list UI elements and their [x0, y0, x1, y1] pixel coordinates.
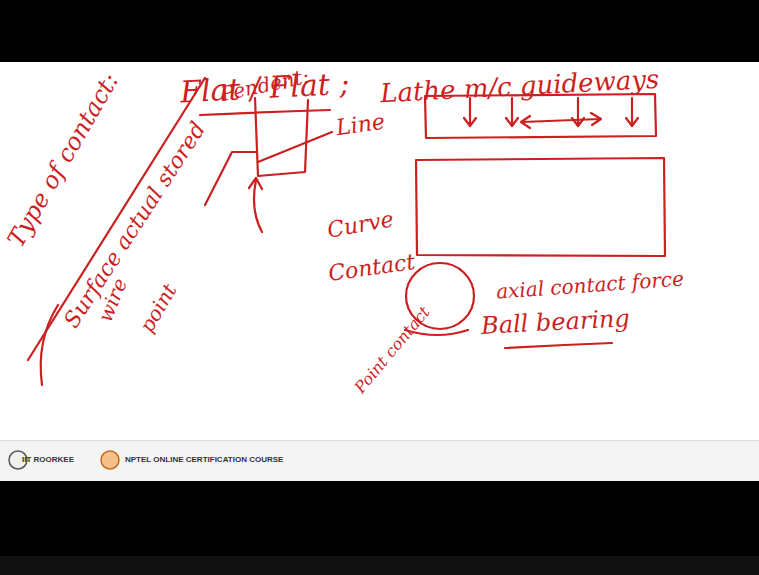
bracket-stroke: [41, 305, 58, 385]
nptel-logo: [101, 451, 119, 469]
underline: [505, 343, 612, 348]
bed-block: [416, 158, 665, 256]
block-sketch: [255, 98, 308, 176]
contact-type: Flat / Flat ;: [180, 69, 351, 108]
load-arrow: [626, 98, 638, 126]
leader-line: [258, 132, 332, 162]
vee-sketch: [205, 152, 256, 205]
course-name: NPTEL ONLINE CERTIFICATION COURSE: [125, 456, 283, 465]
motion-arrow: [521, 113, 601, 128]
load-arrow: [572, 98, 584, 126]
underline: [200, 110, 330, 115]
divider-stroke: [28, 78, 205, 360]
example-note: Ball bearing: [480, 306, 630, 338]
institute-name: IIT ROORKEE: [22, 456, 74, 465]
load-arrow: [464, 98, 476, 126]
arrow-head: [249, 178, 262, 189]
load-arrow: [506, 98, 518, 126]
player-bar: [0, 556, 759, 575]
